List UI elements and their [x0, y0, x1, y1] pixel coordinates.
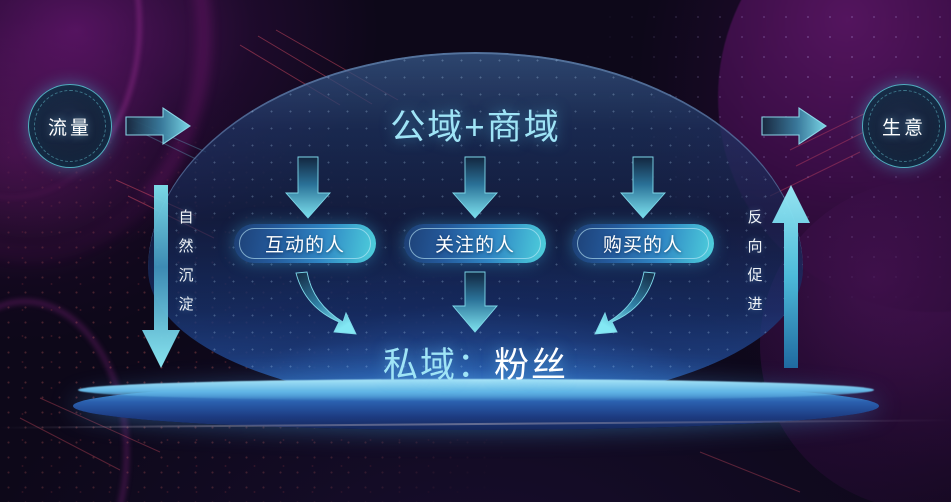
- side-label-natural-precipitation: 自然沉淀: [175, 203, 197, 319]
- pill-purchased-people[interactable]: 购买的人: [572, 224, 714, 263]
- side-label-char: 进: [747, 296, 763, 313]
- side-label-char: 向: [747, 238, 763, 255]
- side-label-char: 反: [747, 209, 763, 226]
- bottom-title-suffix: 粉丝: [494, 346, 569, 385]
- side-label-char: 促: [747, 267, 763, 284]
- pill-followed-people[interactable]: 关注的人: [404, 224, 546, 263]
- side-label-char: 然: [178, 238, 194, 255]
- bottom-title-prefix: 私域：: [382, 346, 494, 385]
- pill-interacted-people[interactable]: 互动的人: [234, 224, 376, 263]
- node-circle-traffic[interactable]: 流量: [28, 84, 112, 168]
- base-disc-highlight: [78, 379, 874, 401]
- dome-title: 公域+商域: [390, 108, 561, 147]
- bottom-title: 私域：粉丝: [0, 337, 951, 388]
- pill-label: 互动的人: [264, 235, 345, 256]
- side-label-char: 自: [178, 209, 194, 226]
- pill-label: 关注的人: [434, 235, 515, 256]
- pill-label: 购买的人: [602, 235, 683, 256]
- node-circle-business-label: 生意: [881, 117, 926, 139]
- node-circle-business[interactable]: 生意: [862, 84, 946, 168]
- side-label-reverse-promotion: 反向促进: [744, 203, 766, 319]
- side-label-char: 沉: [178, 267, 194, 284]
- node-circle-traffic-label: 流量: [47, 117, 92, 139]
- side-label-char: 淀: [178, 296, 194, 313]
